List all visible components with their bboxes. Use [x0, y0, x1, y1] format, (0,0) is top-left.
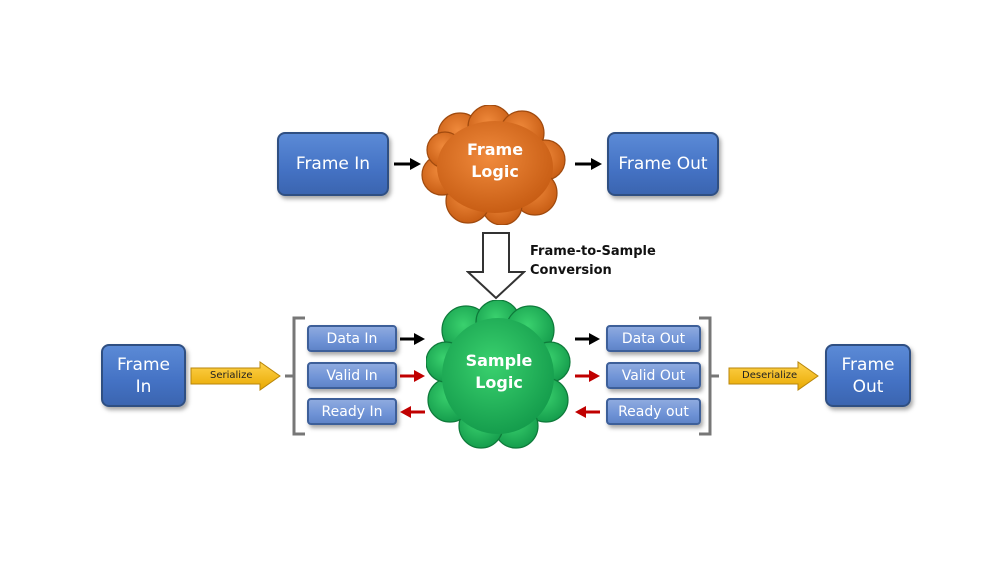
ready-in-arrow: [400, 406, 425, 418]
serialize-label: Serialize: [210, 370, 253, 381]
valid-in-arrow: [400, 370, 425, 382]
data-out-box: Data Out: [606, 325, 701, 352]
sample-logic-cloud: [426, 300, 571, 449]
data-out-label: Data Out: [621, 330, 686, 347]
ready-in-box: Ready In: [307, 398, 397, 425]
bottom-frame-in-line1: Frame: [117, 354, 170, 375]
valid-out-label: Valid Out: [621, 367, 686, 384]
frame-logic-line2: Logic: [471, 162, 519, 181]
conversion-line2: Conversion: [530, 263, 612, 278]
frame-logic-cloud: [421, 105, 566, 225]
ready-out-box: Ready out: [606, 398, 701, 425]
bottom-frame-out-line1: Frame: [841, 354, 895, 375]
frame-in-label: Frame In: [295, 154, 371, 174]
deserialize-label: Deserialize: [742, 370, 798, 381]
ready-out-arrow: [575, 406, 600, 418]
frame-out-box: Frame Out: [607, 132, 719, 196]
valid-in-box: Valid In: [307, 362, 397, 389]
data-in-box: Data In: [307, 325, 397, 352]
deserialize-arrow: [728, 361, 819, 391]
bottom-frame-in-line2: In: [135, 376, 152, 397]
arrow-frame-in-to-logic: [394, 158, 421, 170]
ready-in-label: Ready In: [321, 403, 383, 420]
data-in-arrow: [400, 333, 425, 345]
sample-logic-line2: Logic: [475, 373, 523, 392]
output-bracket: [699, 316, 719, 436]
valid-in-label: Valid In: [326, 367, 378, 384]
frame-out-label: Frame Out: [618, 154, 708, 174]
sample-logic-line1: Sample: [465, 351, 533, 370]
valid-out-box: Valid Out: [606, 362, 701, 389]
data-out-arrow: [575, 333, 600, 345]
conversion-down-arrow: [466, 232, 526, 300]
serialize-arrow: [190, 361, 281, 391]
frame-in-box: Frame In: [277, 132, 389, 196]
input-bracket: [285, 316, 305, 436]
valid-out-arrow: [575, 370, 600, 382]
arrow-logic-to-frame-out: [575, 158, 602, 170]
bottom-frame-out-line2: Out: [852, 376, 884, 397]
data-in-label: Data In: [326, 330, 378, 347]
ready-out-label: Ready out: [618, 403, 689, 420]
conversion-line1: Frame-to-Sample: [530, 244, 656, 259]
frame-logic-line1: Frame: [466, 140, 524, 159]
